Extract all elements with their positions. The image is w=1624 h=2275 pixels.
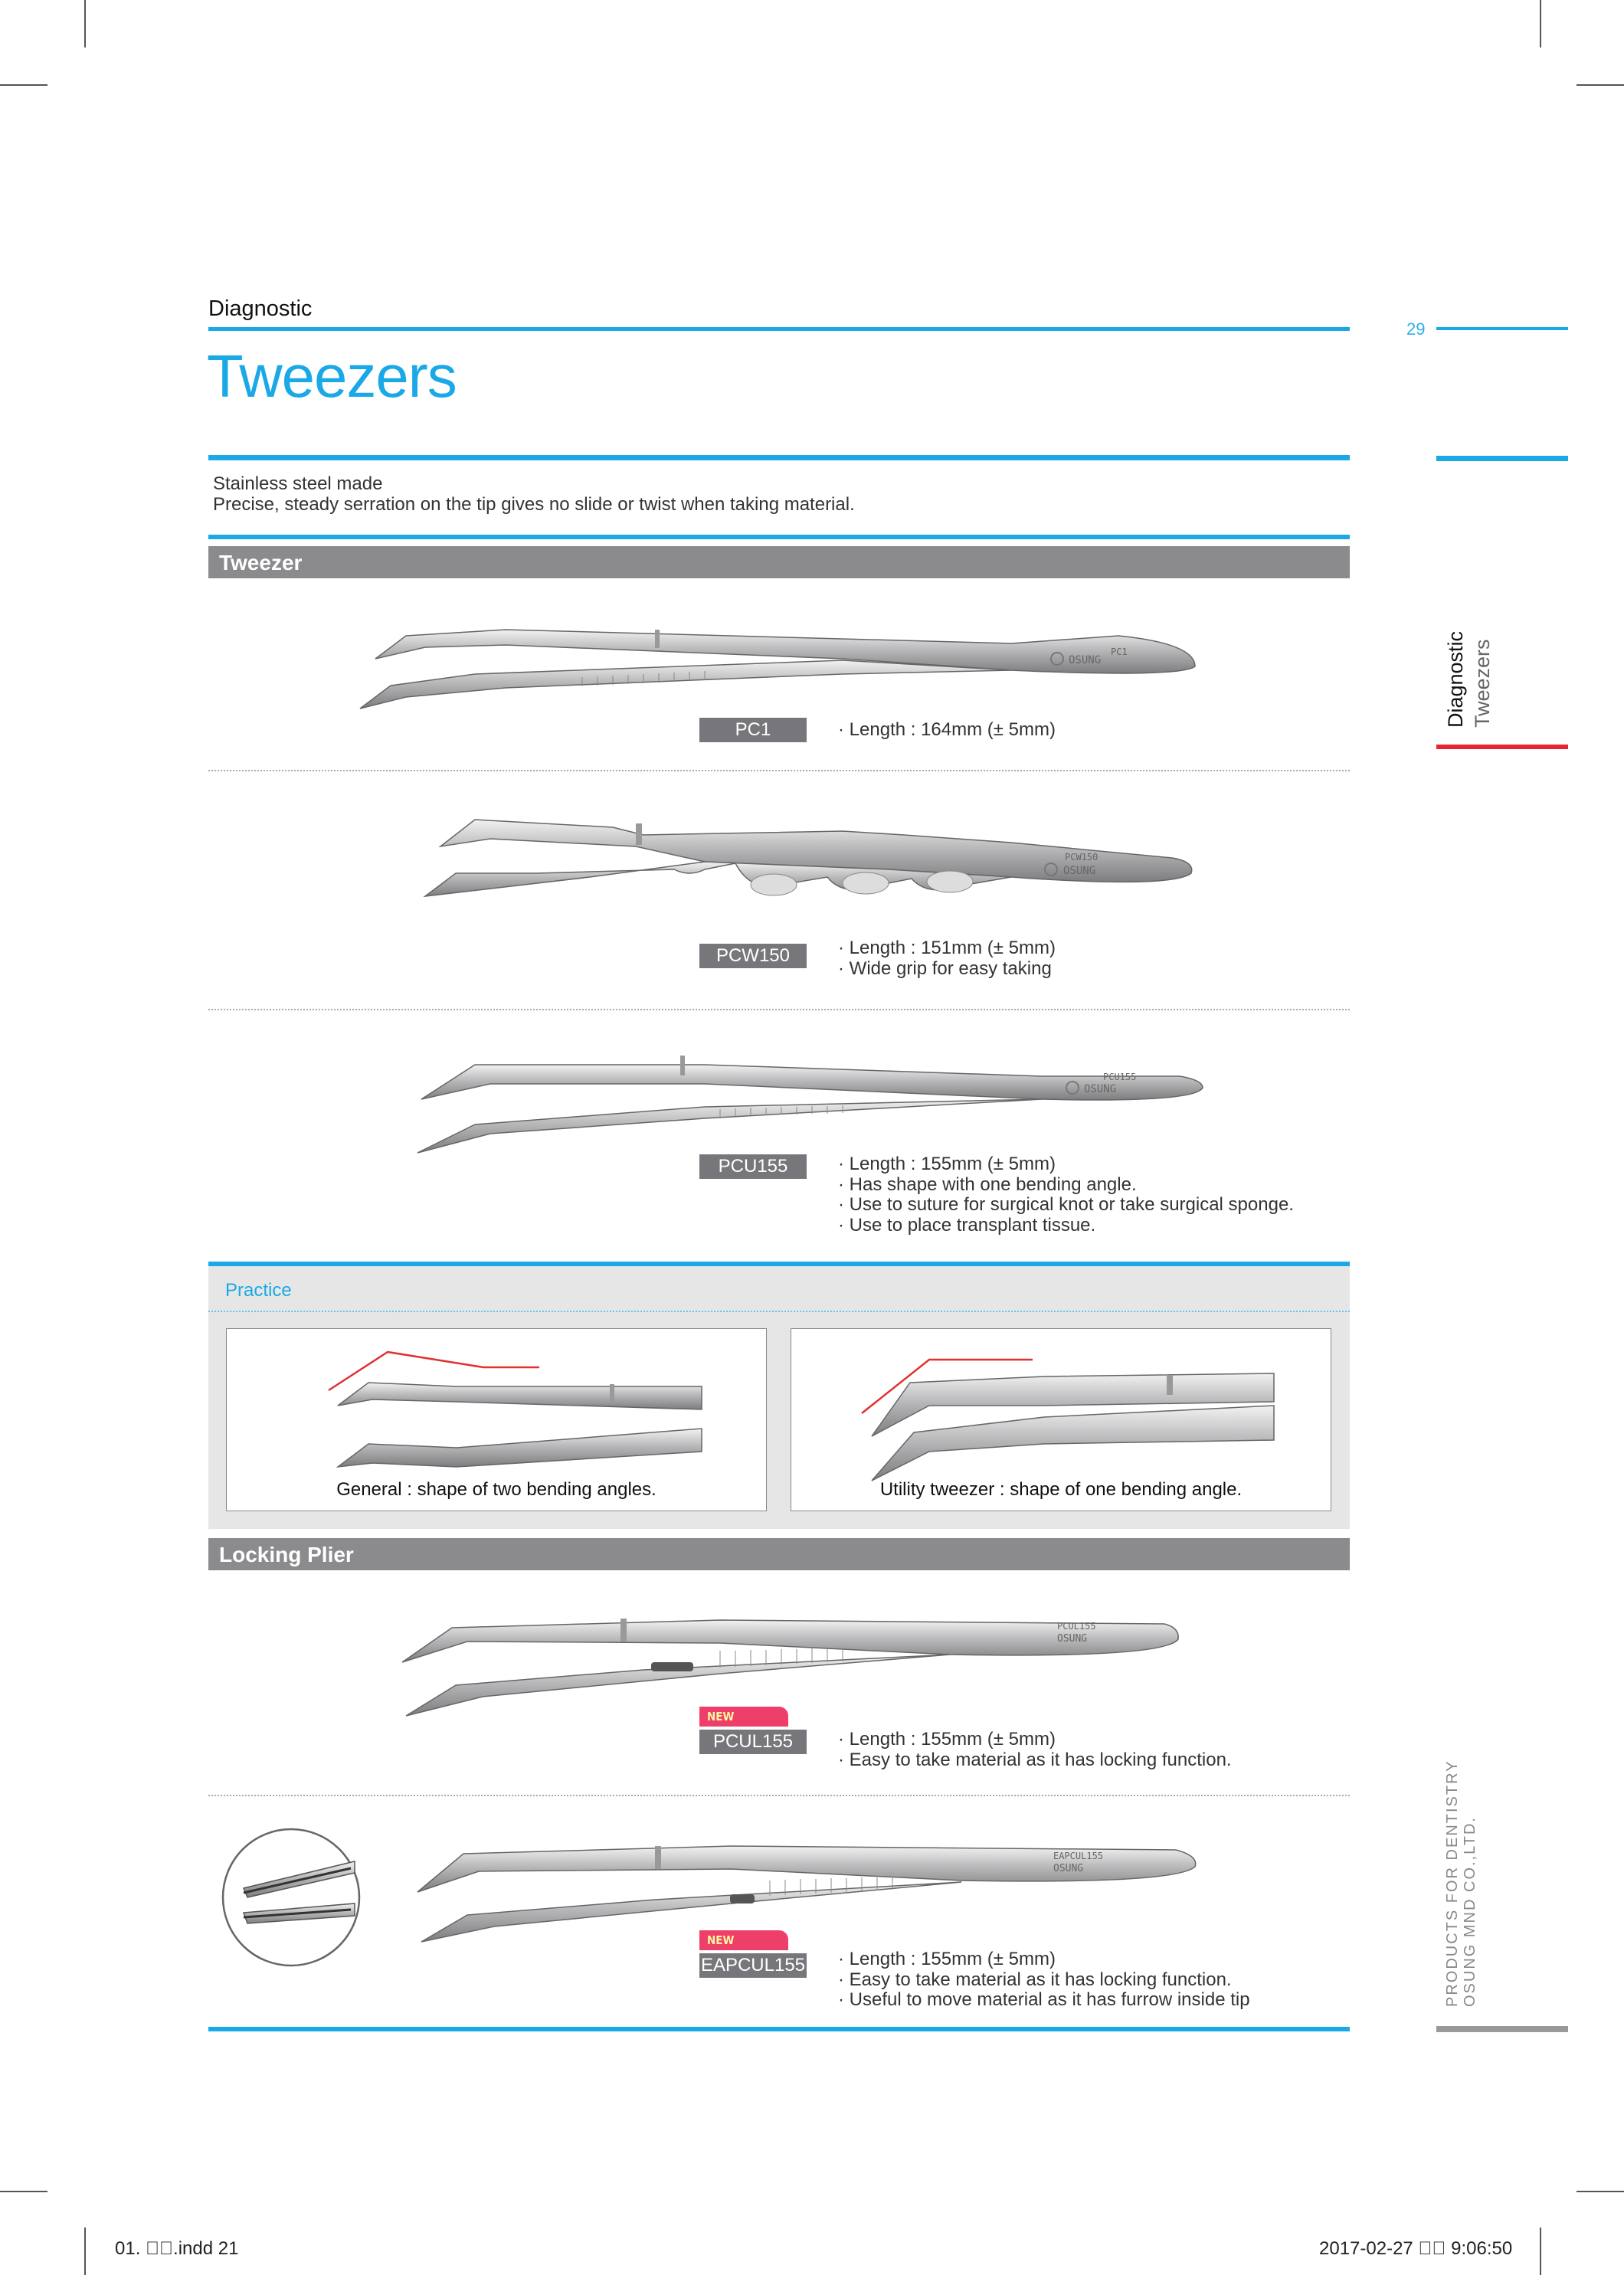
spec-item: Use to suture for surgical knot or take … [838, 1194, 1294, 1216]
product-specs: Length : 151mm (± 5mm) Wide grip for eas… [838, 938, 1056, 979]
engraving-text: EAPCUL155 [1053, 1851, 1103, 1861]
dotted-divider [208, 1009, 1350, 1010]
crop-mark [0, 2191, 47, 2192]
intro-line: Precise, steady serration on the tip giv… [213, 494, 855, 515]
product-code: EAPCUL155 [699, 1953, 807, 1978]
spec-item: Easy to take material as it has locking … [838, 1750, 1232, 1771]
dotted-divider [208, 770, 1350, 771]
engraving-text: OSUNG [1084, 1083, 1116, 1095]
crop-mark [1540, 2228, 1541, 2275]
spec-item: Length : 155mm (± 5mm) [838, 1729, 1232, 1750]
footer-datetime: 2017-02-27    9:06:50 [1319, 2238, 1513, 2259]
spec-item: Easy to take material as it has locking … [838, 1969, 1250, 1991]
footer-file: 01.   .indd 21 [115, 2238, 239, 2259]
title-rule [208, 455, 1350, 460]
practice-divider [208, 1311, 1350, 1312]
tip-closeup-image [221, 1828, 361, 1967]
section-bar-tweezer: Tweezer [208, 546, 1350, 578]
engraving-text: OSUNG [1069, 654, 1101, 666]
engraving-text: PCU155 [1103, 1072, 1136, 1082]
spec-item: Length : 151mm (± 5mm) [838, 938, 1056, 959]
practice-box-utility: Utility tweezer : shape of one bending a… [791, 1328, 1331, 1511]
side-company-label: PRODUCTS FOR DENTISTRY [1444, 1759, 1461, 2007]
section-label: Diagnostic [208, 296, 313, 321]
product-code: PCU155 [699, 1154, 807, 1179]
product-image-pcw150: OSUNG PCW150 [423, 819, 1193, 898]
spec-item: Wide grip for easy taking [838, 958, 1056, 980]
side-rule-top [1436, 456, 1568, 461]
crop-mark [1577, 84, 1624, 86]
crop-mark [0, 84, 47, 86]
general-tweezer-illustration [328, 1350, 702, 1468]
side-company-label: OSUNG MND CO.,LTD. [1462, 1816, 1478, 2007]
page-number: 29 [1406, 319, 1426, 339]
spec-item: Useful to move material as it has furrow… [838, 1989, 1250, 2011]
new-product-badge: NEW PRODUCT [699, 1707, 788, 1743]
engraving-text: PCUL155 [1057, 1621, 1096, 1632]
product-specs: Length : 155mm (± 5mm) Easy to take mate… [838, 1729, 1232, 1771]
product-specs: Length : 155mm (± 5mm) Easy to take mate… [838, 1949, 1250, 2011]
spec-item: Has shape with one bending angle. [838, 1174, 1294, 1196]
bottom-rule [208, 2027, 1350, 2031]
utility-tweezer-illustration [861, 1358, 1275, 1481]
section-bar-top [208, 535, 1350, 539]
product-specs: Length : 164mm (± 5mm) [838, 719, 1056, 741]
intro-line: Stainless steel made [213, 473, 383, 494]
spec-item: Use to place transplant tissue. [838, 1215, 1294, 1236]
crop-mark [84, 2228, 86, 2275]
intro-text: Stainless steel made Precise, steady ser… [213, 473, 855, 515]
practice-caption: Utility tweezer : shape of one bending a… [879, 1479, 1243, 1500]
product-code: PC1 [699, 718, 807, 742]
engraving-text: PC1 [1111, 646, 1128, 657]
dotted-divider [208, 1795, 1350, 1796]
side-rule-bottom [1436, 2026, 1568, 2032]
crop-mark [1540, 0, 1541, 47]
engraving-text: OSUNG [1057, 1633, 1087, 1645]
engraving-text: OSUNG [1053, 1863, 1083, 1874]
side-item-label: Tweezers [1471, 639, 1494, 728]
product-code: PCW150 [699, 944, 807, 968]
product-image-pcu155: OSUNG PCU155 [417, 1056, 1203, 1154]
practice-top-rule [208, 1262, 1350, 1266]
practice-title: Practice [225, 1280, 292, 1301]
engraving-text: OSUNG [1063, 865, 1095, 877]
product-image-pc1: OSUNG PC1 [359, 629, 1196, 709]
side-rule-red [1436, 745, 1568, 749]
section-bar-locking: Locking Plier [208, 1538, 1350, 1570]
crop-mark [1577, 2191, 1624, 2192]
page-number-rule [1436, 327, 1568, 330]
crop-mark [84, 0, 86, 47]
practice-caption: General : shape of two bending angles. [336, 1479, 656, 1500]
spec-item: Length : 155mm (± 5mm) [838, 1154, 1294, 1175]
product-code: PCUL155 [699, 1730, 807, 1754]
engraving-text: PCW150 [1065, 852, 1098, 863]
section-bar-title: Locking Plier [219, 1543, 354, 1566]
spec-item: Length : 164mm (± 5mm) [838, 719, 1056, 741]
new-product-badge: NEW PRODUCT [699, 1930, 788, 1967]
product-image-pcul155: OSUNG PCUL155 [401, 1619, 1179, 1717]
section-bar-title: Tweezer [219, 551, 303, 574]
side-category-label: Diagnostic [1444, 630, 1467, 728]
page-title: Tweezers [207, 342, 457, 410]
practice-box-general: General : shape of two bending angles. [226, 1328, 767, 1511]
product-specs: Length : 155mm (± 5mm) Has shape with on… [838, 1154, 1294, 1236]
practice-panel: Practice General : shape of two bending … [208, 1266, 1350, 1529]
product-image-eapcul155: OSUNG EAPCUL155 [417, 1845, 1197, 1943]
spec-item: Length : 155mm (± 5mm) [838, 1949, 1250, 1970]
header-rule [208, 327, 1350, 331]
